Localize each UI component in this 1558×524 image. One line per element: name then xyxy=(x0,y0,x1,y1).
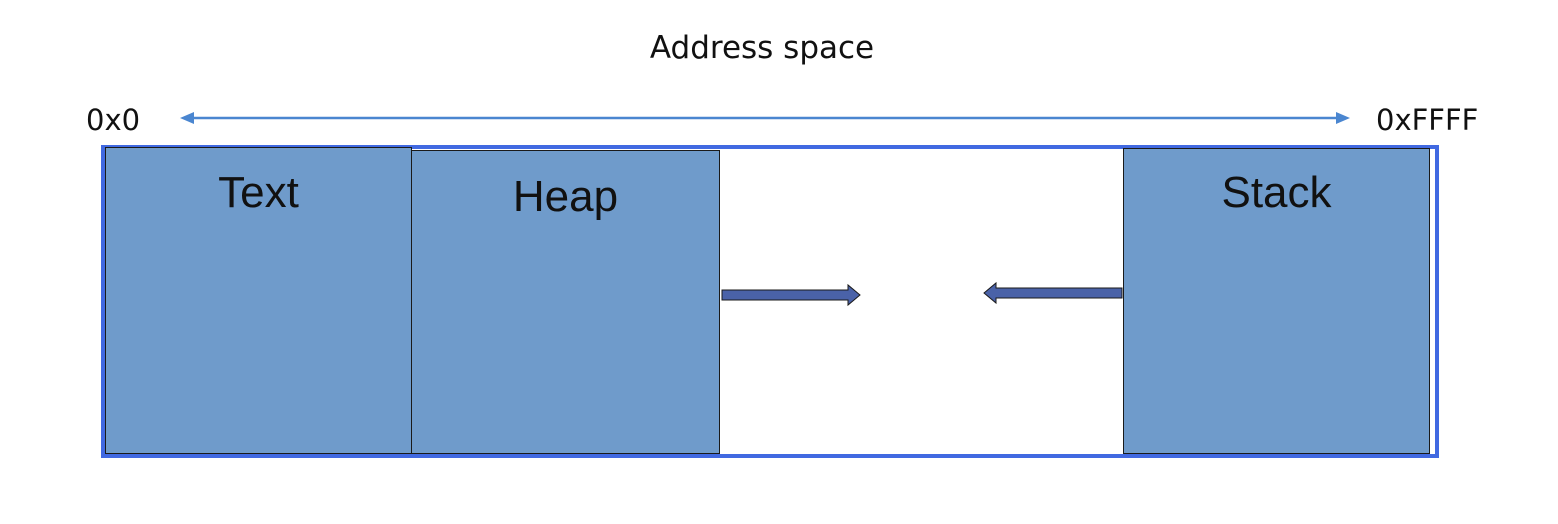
address-start-label: 0x0 xyxy=(86,103,141,137)
stack-segment: Stack xyxy=(1123,148,1430,454)
arrow-left-icon xyxy=(983,281,1123,305)
heap-segment: Heap xyxy=(411,150,720,454)
text-segment-label: Text xyxy=(218,168,299,217)
arrow-right-icon xyxy=(721,283,861,307)
double-headed-arrow-icon xyxy=(180,112,1350,124)
stack-segment-label: Stack xyxy=(1221,168,1332,217)
address-end-label: 0xFFFF xyxy=(1376,103,1479,137)
diagram-title: Address space xyxy=(649,30,875,66)
text-segment: Text xyxy=(105,147,412,454)
heap-segment-label: Heap xyxy=(512,172,619,221)
